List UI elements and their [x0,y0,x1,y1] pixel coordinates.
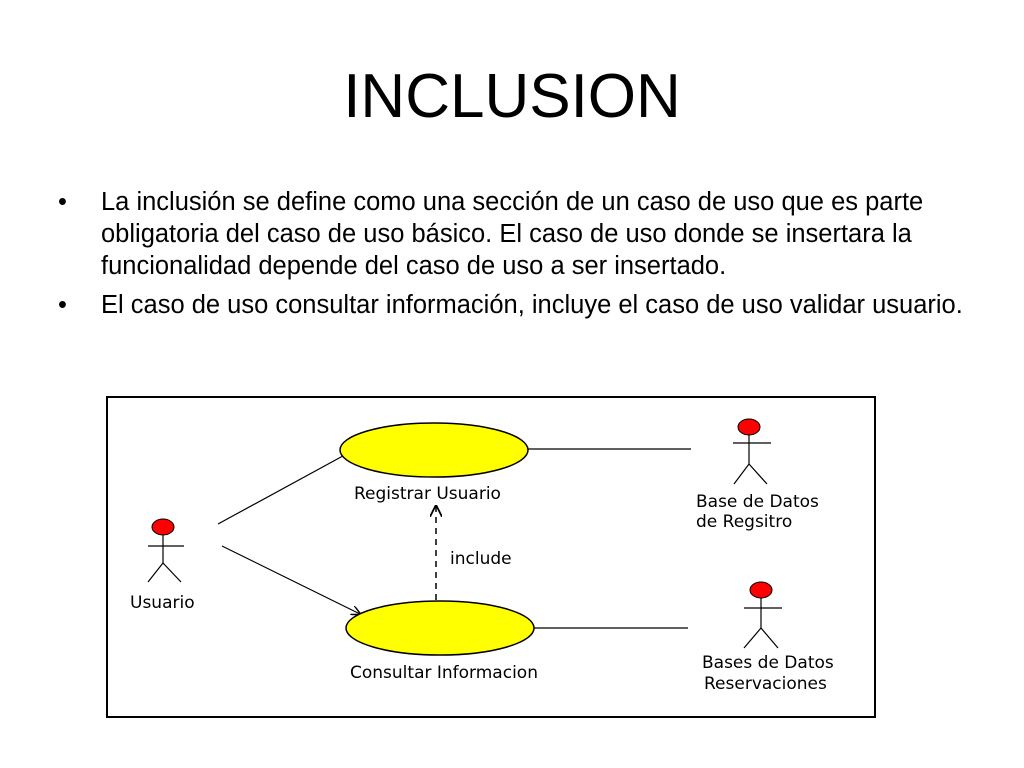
assoc-usuario-registrar [217,450,353,525]
actor-usuario-icon [147,518,184,583]
bullet-text-2: El caso de uso consultar información, in… [101,291,963,319]
actor-base-datos-label-1: Base de Datos [696,492,819,512]
bullet-list: • La inclusión se define como una secció… [58,186,963,328]
actor-base-datos-registro-icon [733,418,771,485]
use-case-registrar-label: Registrar Usuario [354,484,501,504]
actor-usuario-label: Usuario [130,593,195,613]
actor-reservaciones-label-1: Bases de Datos [702,653,834,673]
use-case-diagram: include Registrar Usuario Consultar Info… [106,396,876,718]
bullet-dot-icon: • [58,291,67,319]
bullet-item-1: • La inclusión se define como una secció… [58,186,963,282]
actor-bases-datos-reservaciones-icon [743,581,782,649]
use-case-consultar-label: Consultar Informacion [350,663,538,683]
use-case-diagram-svg: include Registrar Usuario Consultar Info… [106,396,876,718]
actor-base-datos-label-2: de Regsitro [696,512,792,532]
bullet-dot-icon: • [58,188,67,216]
use-case-registrar-usuario [339,422,529,478]
use-case-consultar-informacion [345,600,535,656]
assoc-usuario-consultar [221,545,360,614]
bullet-text-1: La inclusión se define como una sección … [101,188,924,280]
slide-title: INCLUSION [343,62,681,131]
actor-reservaciones-label-2: Reservaciones [704,674,827,694]
bullet-item-2: • El caso de uso consultar información, … [58,289,963,321]
include-label: include [450,549,512,569]
